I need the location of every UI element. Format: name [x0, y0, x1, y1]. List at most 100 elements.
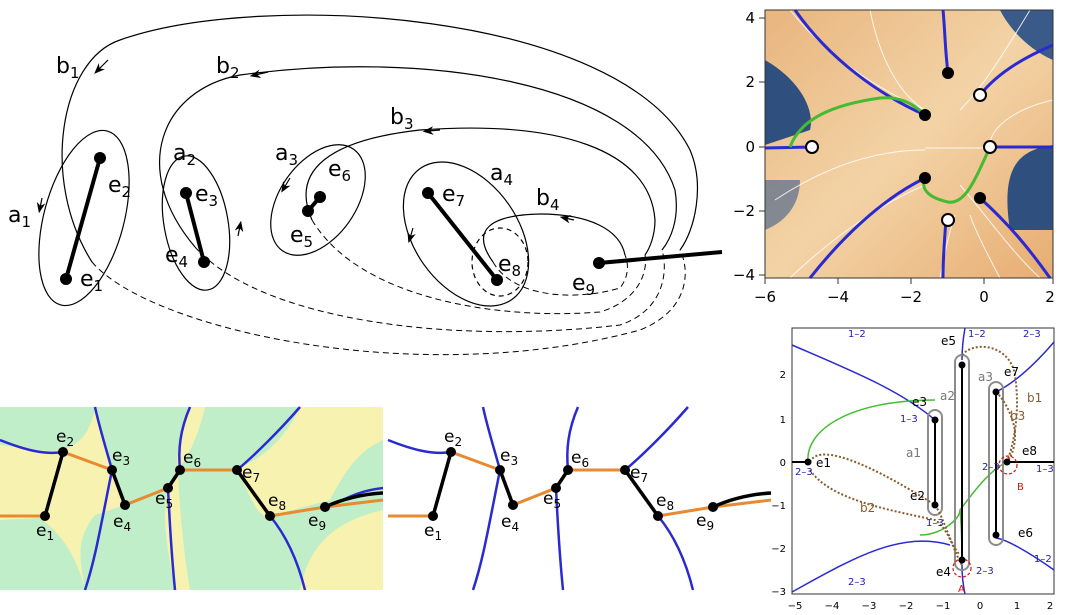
- sheet-label-a1: a1: [906, 446, 921, 460]
- sheet-x-tick-3: −3: [862, 601, 877, 612]
- graph-label-e6: e6: [571, 448, 589, 470]
- a2-arrow: [234, 220, 244, 237]
- graph-points: [428, 447, 718, 521]
- sheet-label-23-left: 2–3: [795, 467, 813, 478]
- region-green-4: [178, 407, 383, 590]
- graph-label-e7: e7: [630, 463, 648, 485]
- green-curves: [788, 96, 992, 204]
- graph-label-e1: e1: [424, 521, 442, 543]
- sheet-label-e7: e7: [1004, 365, 1019, 379]
- sheet-label-marker-b: B: [1017, 482, 1024, 493]
- region-label-e5: e5: [155, 489, 173, 511]
- sheet-points: [804, 361, 1011, 564]
- sheet-label-13-bottom: 1–3: [926, 518, 944, 529]
- cycle-diagram: e1 e2 e3 e4 e5 e6 e7 e8 e9 a1 a2 a3 a4 b…: [8, 14, 723, 356]
- sheet-y-tick-4: −1: [771, 501, 786, 512]
- sheet-label-12-top: 1–2: [968, 329, 986, 340]
- graph-plot: e1 e2 e3 e4 e5 e6 e7 e8 e9: [387, 406, 772, 591]
- sheet-label-b2: b2: [860, 501, 875, 515]
- sheet-y-tick-6: −3: [771, 587, 786, 598]
- sheet-y-tick-3: 0: [780, 458, 786, 469]
- sheet-label-23-bottom-left: 2–3: [848, 577, 866, 588]
- label-e5: e5: [290, 223, 313, 251]
- sheet-label-12-bottom-right: 1–2: [1034, 554, 1052, 565]
- sheet-label-13-right: 1–3: [1036, 464, 1054, 475]
- sheet-label-marker-a: A: [958, 584, 965, 595]
- sheet-label-e1: e1: [816, 456, 831, 470]
- b1-arrow: [94, 59, 109, 74]
- sheet-x-tick-1: −5: [788, 601, 803, 612]
- label-b2: b2: [216, 54, 240, 82]
- sheet-x-tick-4: −2: [899, 601, 914, 612]
- graph-label-e3: e3: [500, 446, 518, 468]
- region-label-e2: e2: [56, 427, 74, 449]
- b3-arrow: [422, 126, 441, 135]
- blue-curves: [764, 9, 1054, 279]
- a-cycle-ellipses: [38, 129, 530, 307]
- graph-blue-curves: [387, 406, 695, 591]
- graph-label-e8: e8: [656, 491, 674, 513]
- sheet-plot: e1 e2 e3 e4 e5 e6 e7 e8 1–2 1–2 2–3 1–3 …: [771, 327, 1055, 612]
- sheet-label-e2: e2: [910, 489, 925, 503]
- dark-region-top-right: [1000, 10, 1053, 60]
- sheet-black-cuts: [792, 365, 1054, 560]
- label-a2: a2: [173, 141, 196, 169]
- label-e4: e4: [165, 243, 188, 271]
- graph-black-cuts: [431, 451, 772, 518]
- region-plot: e1 e2 e3 e4 e5 e6 e7 e8 e9: [0, 406, 384, 591]
- density-frame: [764, 9, 1054, 279]
- label-a3: a3: [275, 141, 298, 169]
- sheet-label-e5: e5: [941, 334, 956, 348]
- x-tick-3: −2: [900, 288, 922, 306]
- sheet-blue-curves: [791, 327, 1055, 595]
- x-tick-1: −6: [754, 288, 776, 306]
- sheet-label-a3: a3: [978, 370, 993, 384]
- marker-b: [998, 455, 1018, 475]
- region-points: [40, 447, 330, 521]
- region-label-e6: e6: [183, 448, 201, 470]
- sheet-label-e8: e8: [1022, 444, 1037, 458]
- label-a1: a1: [8, 203, 31, 231]
- label-a4: a4: [490, 161, 513, 189]
- sheet-brown-cycles: [809, 345, 1018, 566]
- label-e6: e6: [328, 157, 351, 185]
- a1-arrow: [36, 197, 46, 214]
- b-cycle-solid-paths: [61, 14, 699, 263]
- sheet-y-tick-2: 1: [780, 415, 786, 426]
- sheet-x-tick-2: −4: [825, 601, 840, 612]
- sheet-label-23-bottom: 2–3: [976, 566, 994, 577]
- region-label-e9: e9: [308, 511, 326, 533]
- y-tick-2: 2: [745, 73, 755, 91]
- sheet-label-a2: a2: [940, 389, 955, 403]
- dark-region-bottom-left: [765, 180, 800, 230]
- region-label-e4: e4: [113, 512, 131, 534]
- density-plot: −6 −4 −2 0 2 4 2 0 −2 −4: [733, 9, 1055, 306]
- label-e9: e9: [572, 271, 595, 299]
- dark-region-right: [1007, 145, 1053, 230]
- x-tick-5: 2: [1045, 288, 1055, 306]
- sheet-y-tick-1: 2: [780, 370, 786, 381]
- b2-arrow: [249, 69, 269, 78]
- sheet-label-23-top-right: 2–3: [1023, 329, 1041, 340]
- graph-label-e5: e5: [543, 489, 561, 511]
- dark-region-left: [765, 60, 811, 145]
- sheet-label-23-mid: 2–3: [982, 462, 1000, 473]
- graph-label-e4: e4: [501, 512, 519, 534]
- sheet-label-b3: b3: [1010, 409, 1025, 423]
- sheet-label-e3: e3: [912, 395, 927, 409]
- region-green-1: [0, 407, 95, 451]
- sheet-label-e6: e6: [1018, 526, 1033, 540]
- sheet-x-tick-8: 2: [1047, 601, 1053, 612]
- b4-arrow: [559, 214, 575, 224]
- sheet-x-tick-7: 1: [1014, 601, 1020, 612]
- y-tick-3: 0: [745, 138, 755, 156]
- y-tick-4: −2: [733, 202, 755, 220]
- sheet-label-b1: b1: [1027, 391, 1042, 405]
- label-e2: e2: [108, 173, 131, 201]
- x-tick-4: 0: [979, 288, 989, 306]
- b-cycle-dashed-paths: [91, 219, 686, 356]
- sheet-x-tick-6: 0: [977, 601, 983, 612]
- branch-points: [60, 152, 605, 286]
- label-e8: e8: [498, 252, 521, 280]
- y-tick-1: 4: [745, 9, 755, 27]
